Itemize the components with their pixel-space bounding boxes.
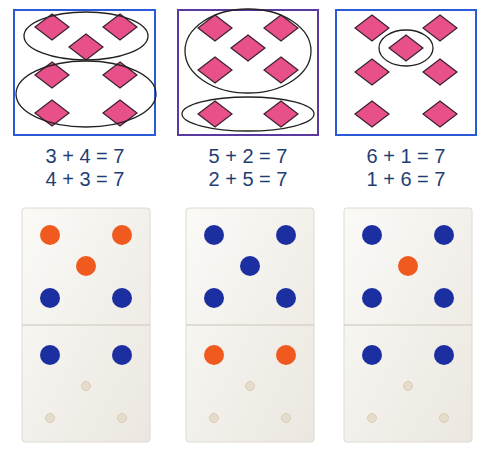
equation-label: 3 + 4 = 7 (46, 145, 125, 167)
equation-label: 2 + 5 = 7 (209, 168, 288, 190)
equation-label: 5 + 2 = 7 (209, 145, 288, 167)
diamond-group (14, 10, 156, 135)
domino (186, 208, 314, 442)
domino (344, 208, 472, 442)
domino (22, 208, 150, 442)
equation-label: 6 + 1 = 7 (367, 145, 446, 167)
diamond-group (336, 10, 476, 135)
equation-label: 1 + 6 = 7 (367, 168, 446, 190)
diamond-group (178, 9, 318, 135)
equation-label: 4 + 3 = 7 (46, 168, 125, 190)
